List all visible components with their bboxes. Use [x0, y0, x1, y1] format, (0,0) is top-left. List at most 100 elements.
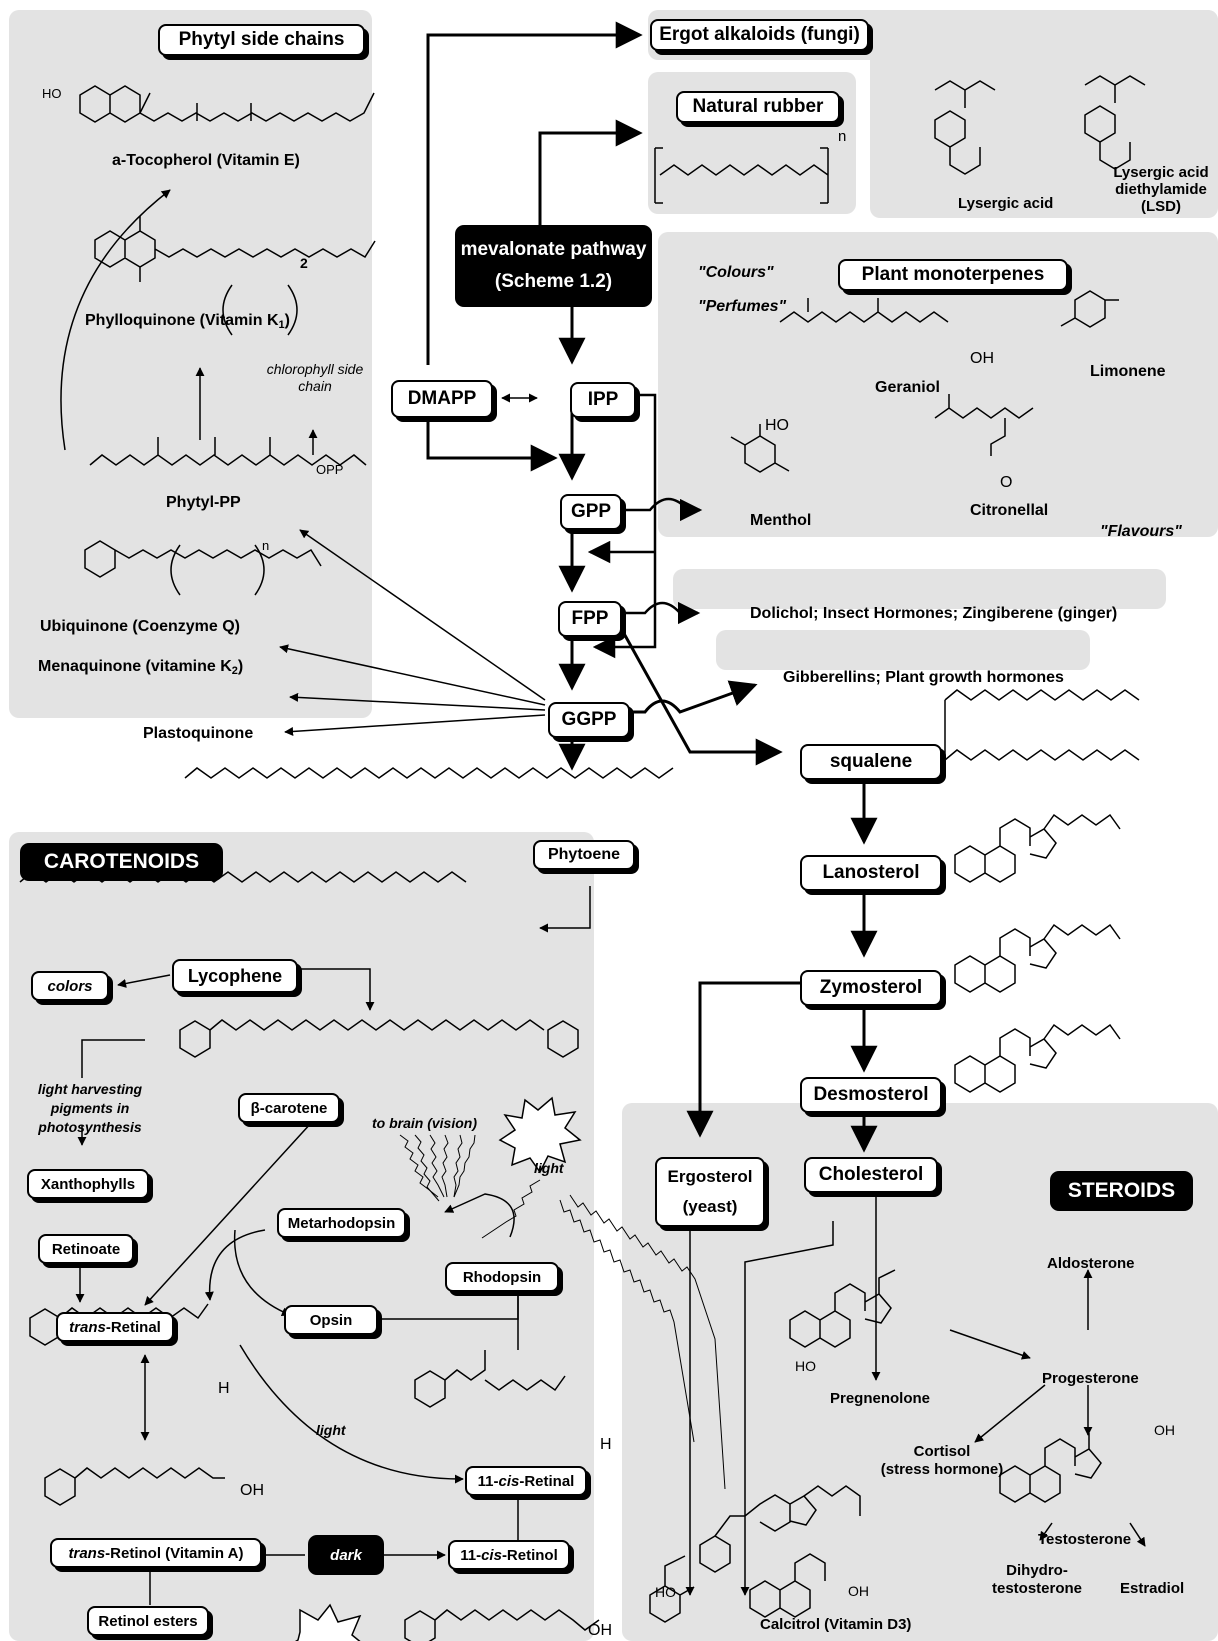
- metarhodopsin-box: Metarhodopsin: [277, 1208, 406, 1238]
- cortisol-line2: (stress hormone): [880, 1461, 1004, 1478]
- phylloquinone-text: Phylloquinone (Vitamin K: [85, 312, 279, 329]
- menaquinone-label: Menaquinone (vitamine K2): [38, 658, 243, 677]
- gpp-box: GPP: [560, 494, 622, 530]
- desmosterol-box: Desmosterol: [800, 1077, 942, 1113]
- retinol-esters-box: Retinol esters: [87, 1606, 209, 1636]
- menaquinone-text: Menaquinone (vitamine K: [38, 658, 232, 675]
- ggpp-box: GGPP: [548, 702, 630, 738]
- gibberellins-label: Gibberellins; Plant growth hormones: [783, 669, 1064, 686]
- lanosterol-box: Lanosterol: [800, 855, 942, 891]
- phylloquinone-label: Phylloquinone (Vitamin K1): [85, 312, 290, 331]
- o-citronellal: O: [1000, 474, 1013, 491]
- cis-retinal-pre: 11-: [477, 1472, 499, 1490]
- colors-box: colors: [31, 971, 109, 1001]
- dihydrotestosterone-label: Dihydro- testosterone: [982, 1562, 1092, 1598]
- cis-retinal-box: 11-cis-Retinal: [465, 1466, 587, 1496]
- mevalonate-line2: (Scheme 1.2): [494, 271, 613, 292]
- cortisol-label: Cortisol (stress hormone): [872, 1443, 1012, 1479]
- light-label-2: light: [316, 1422, 346, 1438]
- dark-box: dark: [308, 1535, 384, 1575]
- trans-retinol-text: -Retinol (Vitamin A): [105, 1544, 244, 1562]
- ubiquinone-label: Ubiquinone (Coenzyme Q): [40, 618, 240, 635]
- h-label-1: H: [218, 1380, 230, 1397]
- oh-geraniol: OH: [970, 350, 994, 367]
- mevalonate-line1: mevalonate pathway: [460, 239, 647, 260]
- dihydro-line1: Dihydro-: [1006, 1562, 1068, 1579]
- lsd-line3: (LSD): [1141, 198, 1181, 215]
- cortisol-line1: Cortisol: [913, 1443, 971, 1460]
- dolichol-label: Dolichol; Insect Hormones; Zingiberene (…: [750, 605, 1118, 622]
- h-label-2: H: [600, 1436, 612, 1453]
- dmapp-box: DMAPP: [391, 380, 493, 418]
- steroids-title: STEROIDS: [1050, 1171, 1193, 1211]
- ho-calcitrol: HO: [655, 1584, 676, 1600]
- ergosterol-line2: (yeast): [682, 1197, 738, 1216]
- subscript-n-label: n: [262, 538, 270, 553]
- citronellal-label: Citronellal: [970, 502, 1049, 519]
- light-burst-icon-2: [294, 1603, 362, 1641]
- tocopherol-label: a-Tocopherol (Vitamin E): [112, 152, 300, 169]
- phytyl-pp-label: Phytyl-PP: [166, 494, 241, 511]
- light-label: light: [534, 1160, 564, 1176]
- cis-retinol-post: -Retinol: [501, 1546, 558, 1564]
- aldosterone-label: Aldosterone: [1047, 1255, 1135, 1272]
- ho-menthol: HO: [765, 417, 789, 434]
- progesterone-label: Progesterone: [1042, 1370, 1139, 1387]
- cis-retinal-post: -Retinal: [519, 1472, 575, 1490]
- xanthophylls-box: Xanthophylls: [27, 1169, 149, 1199]
- lsd-line2: diethylamide: [1115, 181, 1207, 198]
- trans-retinal-text: -Retinal: [105, 1318, 161, 1336]
- rubber-n-label: n: [838, 128, 847, 145]
- ergosterol-line1: Ergosterol: [667, 1167, 753, 1186]
- zymosterol-box: Zymosterol: [800, 970, 942, 1006]
- ho-label: HO: [42, 86, 62, 101]
- light-harvesting-label: light harvesting pigments in photosynthe…: [37, 1081, 143, 1135]
- trans-retinol-box: trans-Retinol (Vitamin A): [50, 1538, 262, 1568]
- perfumes-label: "Perfumes": [698, 298, 787, 315]
- gibberellins-panel: [716, 630, 1090, 670]
- chlorophyll-label: chlorophyll side chain: [266, 361, 364, 394]
- carotenoids-title: CAROTENOIDS: [20, 843, 223, 881]
- subscript-2-label: 2: [300, 255, 308, 271]
- cis-retinol-pre: 11-: [460, 1546, 482, 1564]
- menaquinone-sub: 2: [231, 665, 238, 677]
- lsd-line1: Lysergic acid: [1113, 164, 1209, 181]
- rhodopsin-box: Rhodopsin: [445, 1262, 559, 1292]
- cis-retinol-box: 11-cis-Retinol: [448, 1540, 570, 1570]
- menthol-label: Menthol: [750, 512, 812, 529]
- cis-retinal-italic: cis: [498, 1472, 520, 1490]
- colours-label: "Colours": [698, 264, 774, 281]
- lsd-label: Lysergic acid diethylamide (LSD): [1104, 164, 1218, 215]
- ipp-box: IPP: [570, 382, 636, 418]
- testosterone-label: Testosterone: [1038, 1531, 1132, 1548]
- light-burst-icon: [498, 1096, 582, 1174]
- ergot-title: Ergot alkaloids (fungi): [650, 19, 869, 51]
- rubber-title: Natural rubber: [676, 91, 840, 123]
- trans-retinal-italic: trans: [69, 1318, 106, 1336]
- calcitrol-label: Calcitrol (Vitamin D3): [760, 1616, 912, 1633]
- estradiol-label: Estradiol: [1120, 1580, 1185, 1597]
- oh-label-2: OH: [588, 1622, 612, 1639]
- phylloquinone-sub: 1: [278, 319, 285, 331]
- flavours-label: "Flavours": [1100, 523, 1182, 540]
- fpp-box: FPP: [558, 601, 622, 637]
- trans-retinal-box: trans-Retinal: [56, 1312, 174, 1342]
- to-brain-label: to brain (vision): [372, 1115, 477, 1131]
- lysergic-acid-label: Lysergic acid: [958, 195, 1054, 212]
- pregnenolone-label: Pregnenolone: [830, 1390, 931, 1407]
- mevalonate-box: mevalonate pathway (Scheme 1.2): [455, 225, 652, 307]
- cholesterol-box: Cholesterol: [804, 1157, 938, 1193]
- phylloquinone-end: ): [284, 312, 290, 329]
- ergosterol-box: Ergosterol (yeast): [655, 1157, 765, 1227]
- geraniol-label: Geraniol: [875, 379, 940, 396]
- phytoene-box: Phytoene: [533, 840, 635, 870]
- oh-testosterone: OH: [1154, 1422, 1175, 1438]
- ergot-structures-panel: [870, 10, 1218, 218]
- retinoate-box: Retinoate: [38, 1234, 134, 1264]
- oh-calcitrol: OH: [848, 1583, 869, 1599]
- dolichol-panel: [673, 569, 1166, 609]
- dihydro-line2: testosterone: [991, 1580, 1083, 1597]
- monoterpenes-title: Plant monoterpenes: [838, 259, 1068, 291]
- plastoquinone-label: Plastoquinone: [143, 725, 254, 742]
